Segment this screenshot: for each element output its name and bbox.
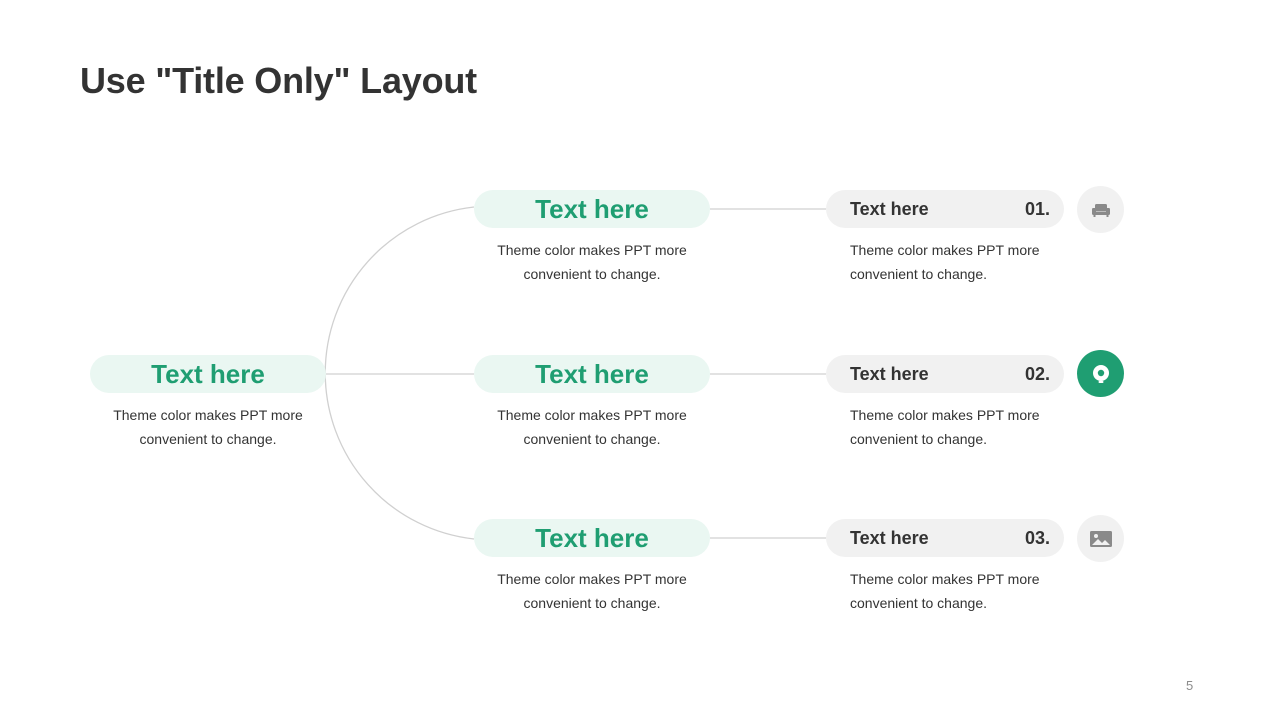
- item-3-description-line-2: convenient to change.: [850, 595, 987, 611]
- item-1-icon-circle: [1077, 186, 1124, 233]
- page-number: 5: [1186, 678, 1194, 693]
- item-2-description: Theme color makes PPT more convenient to…: [850, 403, 1070, 451]
- slide-title: Use "Title Only" Layout: [80, 60, 477, 101]
- root-description-line-2: convenient to change.: [139, 431, 277, 447]
- root-description-line-1: Theme color makes PPT more: [113, 407, 303, 423]
- item-2-label: Text here: [850, 363, 929, 384]
- item-3-pill: Text here 03.: [826, 519, 1064, 557]
- item-3-description: Theme color makes PPT more convenient to…: [850, 567, 1070, 615]
- item-2-description-line-1: Theme color makes PPT more: [850, 407, 1040, 423]
- root-node: Text here: [90, 355, 326, 393]
- location-pin-icon: [1092, 364, 1109, 383]
- branch-2-description-line-1: Theme color makes PPT more: [497, 407, 687, 423]
- branch-2-description: Theme color makes PPT more convenient to…: [474, 403, 710, 451]
- branch-node-1: Text here: [474, 190, 710, 228]
- branch-3-description-line-2: convenient to change.: [523, 595, 661, 611]
- branch-1-description-line-2: convenient to change.: [523, 266, 661, 282]
- item-3-number: 03.: [1024, 527, 1050, 548]
- item-1-description-line-2: convenient to change.: [850, 266, 987, 282]
- item-1-pill: Text here 01.: [826, 190, 1064, 228]
- item-2-icon-circle: [1077, 350, 1124, 397]
- branch-arc: [324, 206, 475, 540]
- branch-node-3: Text here: [474, 519, 710, 557]
- item-3-icon-circle: [1077, 515, 1124, 562]
- branch-node-2: Text here: [474, 355, 710, 393]
- image-icon: [1089, 530, 1112, 547]
- branch-3-description-line-1: Theme color makes PPT more: [497, 571, 687, 587]
- root-description: Theme color makes PPT more convenient to…: [90, 403, 326, 451]
- item-2-number: 02.: [1024, 363, 1050, 384]
- item-1-label: Text here: [850, 198, 929, 219]
- branch-2-description-line-2: convenient to change.: [523, 431, 661, 447]
- item-2-description-line-2: convenient to change.: [850, 431, 987, 447]
- item-2-pill: Text here 02.: [826, 355, 1064, 393]
- item-1-description-line-1: Theme color makes PPT more: [850, 242, 1040, 258]
- branch-1-description-line-1: Theme color makes PPT more: [497, 242, 687, 258]
- item-3-label: Text here: [850, 527, 929, 548]
- item-1-number: 01.: [1024, 198, 1050, 219]
- item-3-description-line-1: Theme color makes PPT more: [850, 571, 1040, 587]
- branch-1-description: Theme color makes PPT more convenient to…: [474, 238, 710, 286]
- branch-3-description: Theme color makes PPT more convenient to…: [474, 567, 710, 615]
- item-1-description: Theme color makes PPT more convenient to…: [850, 238, 1070, 286]
- sofa-icon: [1091, 203, 1110, 217]
